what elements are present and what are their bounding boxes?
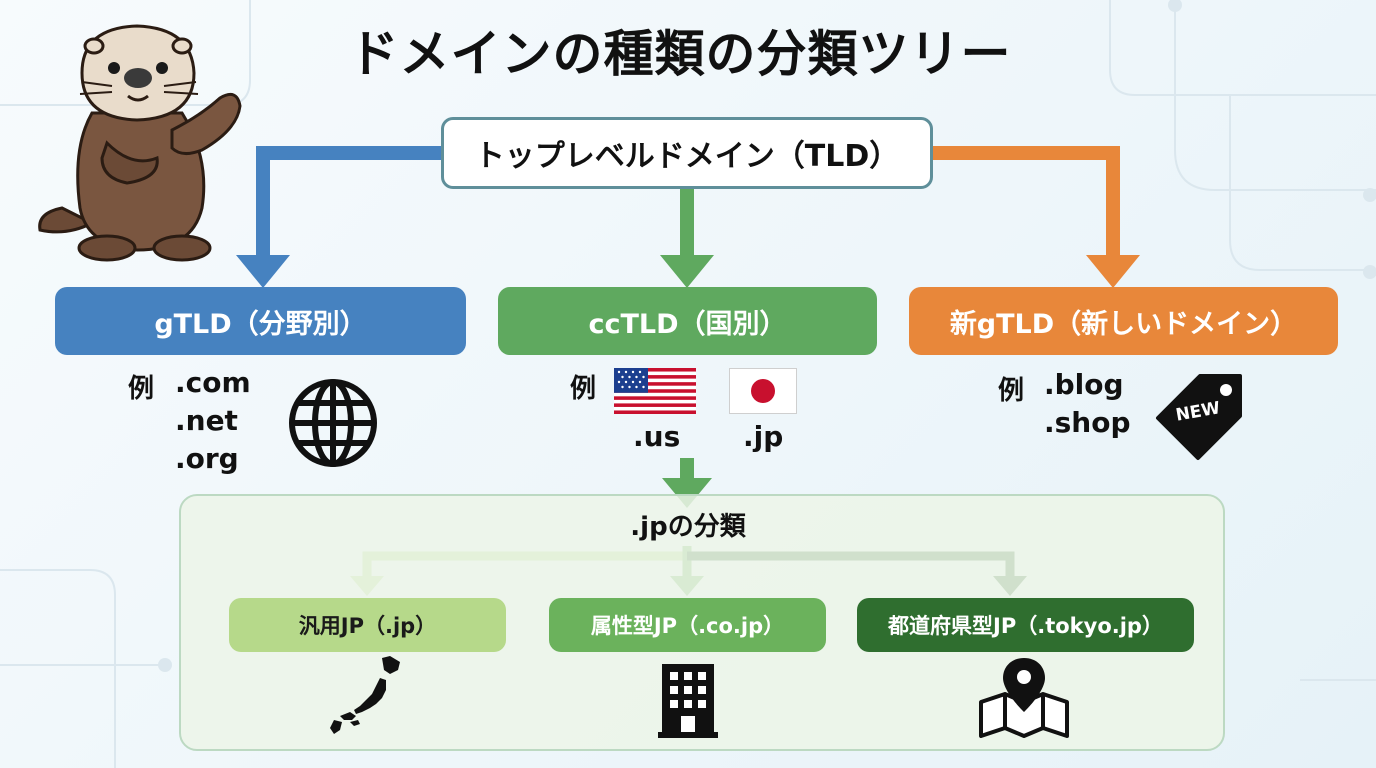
arrowhead-gtld <box>236 255 290 288</box>
gtld-example-com: .com <box>175 366 251 399</box>
cctld-example-jp: .jp <box>743 420 784 453</box>
category-cctld: ccTLD（国別） <box>498 287 877 355</box>
connector-gtld <box>256 146 441 262</box>
newgtld-example-shop: .shop <box>1044 406 1131 439</box>
page-title: ドメインの種類の分類ツリー <box>348 25 1012 83</box>
arrowhead-cctld <box>660 255 714 288</box>
category-newgtld-label: 新gTLD（新しいドメイン） <box>949 308 1298 340</box>
newgtld-example-list: .blog .shop <box>1044 366 1131 442</box>
jp-type-prefecture: 都道府県型JP（.tokyo.jp） <box>857 598 1194 652</box>
arrowhead-newgtld <box>1086 255 1140 288</box>
sea-otter-mascot <box>38 24 242 262</box>
category-newgtld: 新gTLD（新しいドメイン） <box>909 287 1338 355</box>
globe-icon <box>289 379 377 467</box>
connector-newgtld <box>933 146 1120 262</box>
arrowhead-jp-panel <box>662 478 712 508</box>
gtld-example-label: 例 <box>128 374 155 404</box>
cctld-example-us: .us <box>633 420 681 453</box>
category-gtld-label: gTLD（分野別） <box>154 308 367 340</box>
jp-type-prefecture-label: 都道府県型JP（.tokyo.jp） <box>888 614 1163 638</box>
jp-type-general-label: 汎用JP（.jp） <box>298 614 437 638</box>
newgtld-example-blog: .blog <box>1044 368 1124 401</box>
root-node-tld: トップレベルドメイン（TLD） <box>441 117 933 189</box>
japan-map-icon <box>330 656 400 734</box>
cctld-example-label: 例 <box>570 374 597 404</box>
root-node-label: トップレベルドメイン（TLD） <box>474 139 900 174</box>
gtld-example-list: .com .net .org <box>175 364 251 478</box>
category-cctld-label: ccTLD（国別） <box>588 308 787 340</box>
building-icon <box>658 664 718 738</box>
new-tag-icon: NEW <box>1148 366 1252 462</box>
jp-type-attribute: 属性型JP（.co.jp） <box>549 598 826 652</box>
gtld-example-org: .org <box>175 442 239 475</box>
jp-type-general: 汎用JP（.jp） <box>229 598 506 652</box>
newgtld-example-label: 例 <box>998 376 1025 406</box>
us-flag-icon <box>614 368 696 414</box>
jp-type-attribute-label: 属性型JP（.co.jp） <box>590 614 785 638</box>
gtld-example-net: .net <box>175 404 238 437</box>
japan-flag-icon <box>729 368 797 414</box>
map-pin-icon <box>979 658 1069 738</box>
category-gtld: gTLD（分野別） <box>55 287 466 355</box>
jp-panel-title: .jpの分類 <box>630 512 746 542</box>
